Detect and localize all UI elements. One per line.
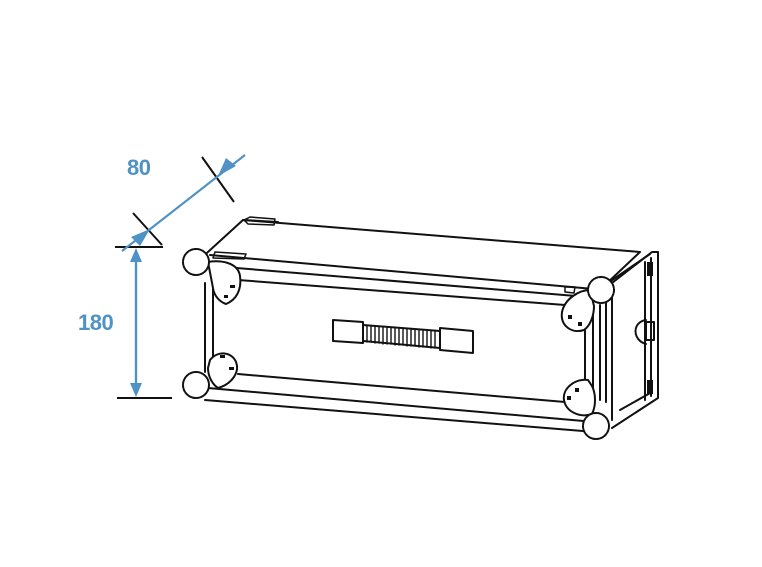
depth-label: 80 xyxy=(127,155,151,180)
case-front-panel xyxy=(204,279,596,433)
arrow-head-icon xyxy=(131,229,150,246)
depth-dimension xyxy=(115,154,246,252)
handle-icon xyxy=(332,319,474,354)
ball-corner-icon xyxy=(182,248,615,440)
height-label: 180 xyxy=(78,310,114,335)
height-dimension xyxy=(117,248,172,399)
corner-bracket-icon xyxy=(207,260,596,417)
arrow-head-icon xyxy=(130,248,142,262)
case-lid xyxy=(196,216,641,299)
butterfly-latch-icon xyxy=(634,262,655,394)
arrow-head-icon xyxy=(218,158,236,176)
arrow-head-icon xyxy=(130,383,142,397)
